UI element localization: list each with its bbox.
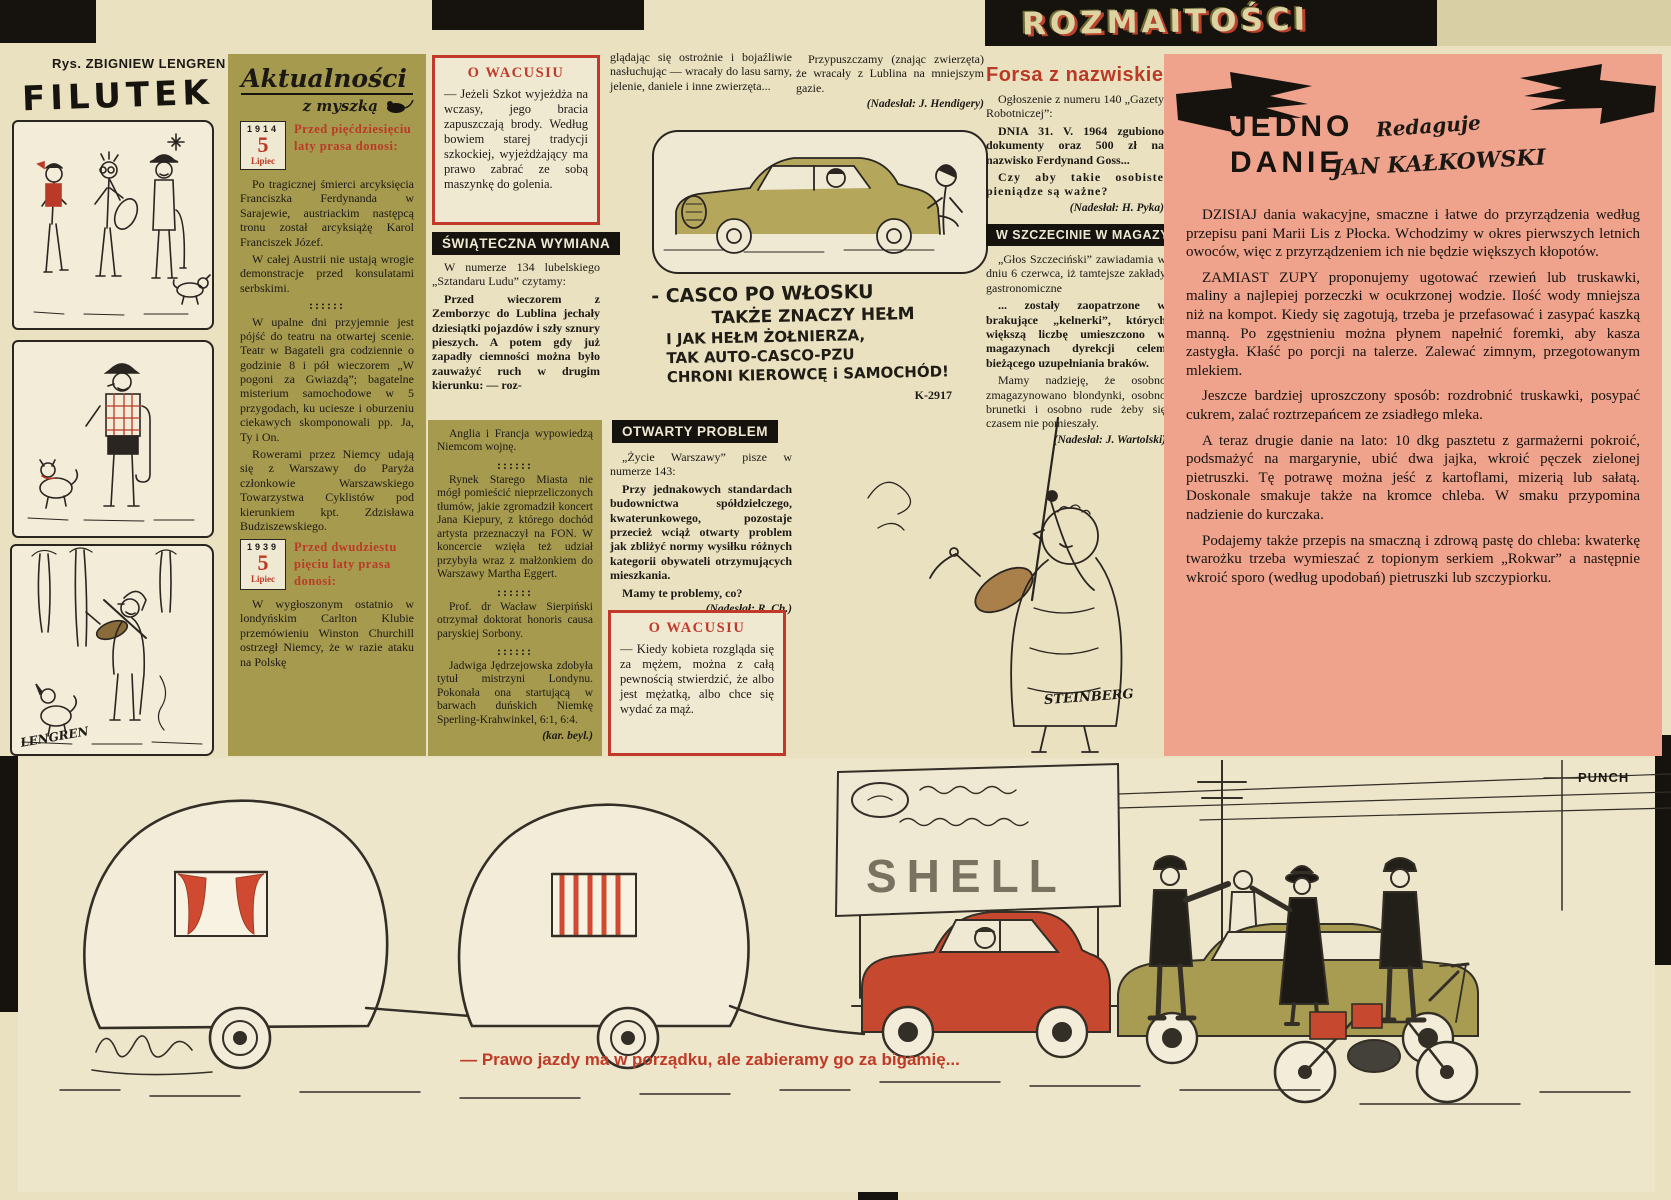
- casco-cartoon: [652, 130, 988, 274]
- aktualnosci-column: Aktualności z myszką 1914 5 Lipiec Przed…: [228, 54, 426, 756]
- credit: (Nadesłał: H. Pyka): [1069, 201, 1164, 214]
- aktualnosci-title: Aktualności: [241, 64, 413, 95]
- date-lead: Przed pięćdziesięciu laty prasa donosi:: [294, 122, 412, 153]
- wacusiu-text: — Jeżeli Szkot wyjeżdża na wczasy, jego …: [444, 87, 588, 191]
- szczecin-text: „Głos Szczeciński” zawiadamia w dniu 6 c…: [986, 252, 1166, 447]
- section-divider: ::::::: [309, 298, 345, 313]
- swiateczna-text: W numerze 134 lubelskiego „Sztandaru Lud…: [432, 260, 600, 396]
- filutek-title: FILUTEK: [21, 72, 215, 120]
- section-divider: ::::::: [497, 643, 533, 658]
- date-lead: Przed dwudziestu pięciu laty prasa donos…: [294, 540, 397, 589]
- hand-icon-right: [1520, 64, 1656, 124]
- filutek-panel-2: [12, 340, 214, 538]
- mouse-icon: [387, 99, 414, 113]
- filutek-panel-1-drawing: [33, 133, 211, 316]
- wacusiu-box-2: O WACUSIU — Kiedy kobieta rozgląda się z…: [608, 610, 786, 756]
- deer-text-right: Przypuszczamy (znając zwierzęta) że wrac…: [796, 52, 984, 112]
- credit: (Nadesłał: J. Wartolski): [1053, 433, 1166, 446]
- redaguje-label: Redaguje: [1375, 110, 1482, 142]
- masthead-logo: ROZMAITOŚCI: [1021, 1, 1310, 43]
- jedno-title-line1: JEDNO: [1230, 110, 1354, 143]
- paragraph: Anglia i Francja wypowiedzą Niemcom wojn…: [437, 428, 593, 454]
- paragraph: Jeszcze bardziej uproszczony sposób: roz…: [1186, 388, 1640, 423]
- cartoon-code: K-2917: [914, 388, 952, 402]
- forsa-title: Forsa z nazwiskiem: [986, 64, 1182, 86]
- aktualnosci-text-2: W wygłoszonym ostatnio w londyńskim Carl…: [240, 597, 414, 669]
- paragraph: Po tragicznej śmierci arcyksięcia Franci…: [240, 177, 414, 249]
- date-month: Lipiec: [251, 156, 275, 166]
- jedno-danie-column: JEDNO Redaguje DANIE JAN KAŁKOWSKI DZISI…: [1164, 54, 1662, 756]
- paragraph: ZAMIAST ZUPY proponujemy ugotować rzewie…: [1186, 269, 1640, 379]
- date-year: 1914: [246, 124, 280, 134]
- editor-name: JAN KAŁKOWSKI: [1331, 144, 1547, 182]
- paragraph: „Życie Warszawy” pisze w numerze 143:: [610, 450, 792, 479]
- paragraph: Jadwiga Jędrzejowska zdobyła tytuł mistr…: [437, 659, 593, 726]
- wacusiu-text: — Kiedy kobieta rozgląda się za mężem, m…: [620, 642, 774, 716]
- filutek-panel-2-drawing: [27, 363, 195, 522]
- section-divider: ::::::: [497, 457, 533, 472]
- paragraph: W upalne dni przyjemnie jest pójść do te…: [240, 314, 414, 444]
- aktualnosci-continued: Anglia i Francja wypowiedzą Niemcom wojn…: [428, 420, 602, 756]
- edge-mark-bottom: [858, 1191, 898, 1200]
- otwarty-text: „Życie Warszawy” pisze w numerze 143: Pr…: [610, 450, 792, 617]
- date-day: 5: [257, 132, 269, 157]
- masthead-band-cream: [1437, 0, 1671, 46]
- paragraph: DNIA 31. V. 1964 zgubiono dokumenty oraz…: [986, 123, 1164, 167]
- punch-credit: PUNCH: [1578, 770, 1630, 785]
- punch-caption: — Prawo jazdy ma w porządku, ale zabiera…: [460, 1050, 960, 1069]
- paragraph: Mamy te problemy, co?: [622, 585, 743, 600]
- section-divider: ::::::: [497, 584, 533, 599]
- paragraph: Rowerami przez Niemcy udają się z Warsza…: [240, 447, 414, 533]
- paragraph: DZISIAJ dania wakacyjne, smaczne i łatwe…: [1186, 207, 1640, 261]
- bar-top-center: [432, 0, 644, 30]
- filutek-panel-1: [12, 120, 214, 330]
- paragraph: W całej Austrii nie ustają wrogie demons…: [240, 251, 414, 295]
- corner-bar-top-left: [0, 0, 96, 43]
- paragraph: Podajemy także przepis na smaczną i zdro…: [1186, 532, 1640, 586]
- casco-caption: - CASCO PO WŁOSKU TAKŻE ZNACZY HEŁM I JA…: [651, 278, 991, 386]
- date-day: 5: [257, 550, 269, 576]
- paragraph: A teraz drugie danie na lato: 10 dkg pas…: [1186, 432, 1640, 523]
- paragraph: Przy jednakowych standardach budownictwa…: [610, 481, 792, 583]
- paragraph: Mamy nadzieję, że osobno zmagazynowano b…: [986, 373, 1166, 431]
- deer-text-left: glądając się ostrożnie i bojaźliwie nasł…: [610, 50, 792, 93]
- credit: (Nadesłał: J. Hendigery): [866, 98, 984, 111]
- wacusiu-title: O WACUSIU: [648, 620, 746, 636]
- steinberg-violinist-cartoon: [867, 416, 1123, 753]
- filutek-panel-3: LENGREN: [10, 544, 214, 756]
- masthead-band: [985, 0, 1437, 46]
- paragraph: W wygłoszonym ostatnio w londyńskim Carl…: [240, 597, 414, 669]
- date-year: 1939: [246, 542, 280, 553]
- jedno-body: DZISIAJ dania wakacyjne, smaczne i łatwe…: [1186, 206, 1640, 594]
- edge-strip-left: [0, 756, 18, 1012]
- date-block-1914: 1914 5 Lipiec Przed pięćdziesięciu laty …: [240, 121, 414, 170]
- otwarty-header: OTWARTY PROBLEM: [612, 420, 779, 443]
- paragraph: Rynek Starego Miasta nie mógł pomieścić …: [437, 473, 593, 581]
- paragraph: Prof. dr Wacław Sierpiński otrzymał dokt…: [437, 600, 593, 640]
- forsa-text: Ogłoszenie z numeru 140 „Gazety Robotnic…: [986, 92, 1164, 216]
- aktualnosci-subtitle: z myszką: [302, 97, 378, 115]
- jedno-title-line2: DANIE: [1230, 146, 1344, 179]
- paragraph: ... zostały zaopatrzone w brakujące „kel…: [986, 298, 1166, 370]
- date-month: Lipiec: [251, 574, 275, 585]
- paragraph: „Głos Szczeciński” zawiadamia w dniu 6 c…: [986, 252, 1166, 295]
- paragraph: Ogłoszenie z numeru 140 „Gazety Robotnic…: [986, 92, 1164, 121]
- casco-cartoon-drawing: [663, 157, 963, 254]
- aktualnosci-text-1: Po tragicznej śmierci arcyksięcia Franci…: [240, 177, 414, 533]
- paragraph: Przypuszczamy (znając zwierzęta) że wrac…: [796, 52, 984, 95]
- wacusiu-title: O WACUSIU: [467, 65, 565, 81]
- szczecin-header: W SZCZECINIE W MAGAZYNIE: [986, 224, 1202, 246]
- wacusiu-box-1: O WACUSIU — Jeżeli Szkot wyjeżdża na wcz…: [432, 55, 600, 225]
- credit: (kar. beyl.): [542, 730, 593, 743]
- billboard-text: SHELL: [866, 850, 1067, 902]
- paragraph: Czy aby takie osobiste pieniądze są ważn…: [986, 169, 1164, 199]
- paragraph: Przed wieczorem z Zemborzyc do Lublina j…: [432, 291, 600, 393]
- hand-icon-left: [1176, 72, 1312, 132]
- filutek-credit: Rys. ZBIGNIEW LENGREN: [52, 56, 226, 71]
- date-block-1939: 1939 5 Lipiec Przed dwudziestu pięciu la…: [240, 539, 414, 590]
- paragraph: W numerze 134 lubelskiego „Sztandaru Lud…: [432, 260, 600, 289]
- punch-cartoon-drawing: SHELL: [59, 760, 1671, 1105]
- filutek-panel-3-drawing: [21, 547, 203, 745]
- swiateczna-header: ŚWIĄTECZNA WYMIANA: [432, 232, 621, 255]
